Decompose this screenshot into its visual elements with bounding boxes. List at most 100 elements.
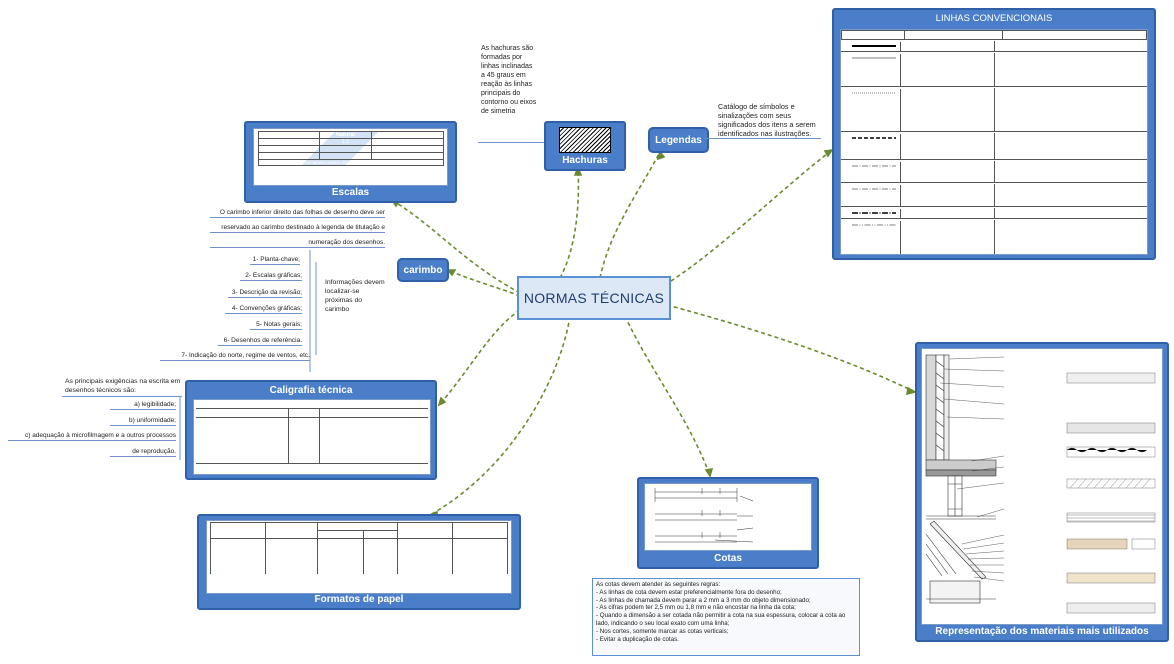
- formatos-topic[interactable]: Designação Dimensões Margem Largura linh…: [197, 514, 521, 610]
- caligrafia-row-value: 10: [378, 441, 384, 446]
- formatos-subheader: Esquerda: [317, 530, 364, 539]
- carimbo-intro-line: reservado ao carimbo destinado à legenda…: [210, 224, 385, 233]
- linhas-row-aplicacao: C1 limites de vistas ou cortes parciais …: [994, 88, 1147, 132]
- carimbo-item: 2- Escalas gráficas;: [240, 272, 302, 281]
- linhas-row-aplicacao: G1 linhas de centro G2 linhas de simetri…: [994, 161, 1147, 183]
- caligrafia-item: b) uniformidade;: [110, 417, 176, 426]
- cota-value: 6,00: [690, 515, 698, 520]
- materiais-caption: Representação dos materiais mais utiliza…: [935, 626, 1149, 637]
- caligrafia-row-value: 14: [405, 418, 411, 424]
- caligrafia-row-label: Distância mínima entre caracteres a: [197, 433, 270, 439]
- cota-label-cifra: CIFRA: [755, 540, 767, 544]
- cotas-rules-box: As cotas devem atender às seguintes regr…: [592, 578, 860, 656]
- caligrafia-row-label: Distância mínima entre palavras e: [197, 448, 266, 454]
- caligrafia-row-relation: (14/10) h: [288, 440, 320, 448]
- caligrafia-row-value: 14: [419, 426, 425, 431]
- escalas-cell: 1:1: [318, 138, 373, 146]
- central-topic-label: NORMAS TÉCNICAS: [523, 290, 665, 306]
- carimbo-item: 5- Notas gerais;: [250, 321, 302, 330]
- formatos-cell: 25: [317, 560, 364, 567]
- linhas-row-sample: [852, 92, 896, 94]
- caligrafia-row-value: 1,5: [318, 447, 340, 455]
- caligrafia-row-value: 10: [405, 426, 411, 431]
- carimbo-topic[interactable]: carimbo: [397, 258, 449, 282]
- carimbo-intro-line: numeração dos desenhos.: [210, 239, 385, 248]
- linhas-row-code: G: [843, 162, 847, 167]
- carimbo-item: 6- Desenhos de referência.: [218, 337, 302, 346]
- escalas-cell: 1:2: [257, 138, 320, 146]
- linhas-row-sample: [852, 165, 896, 167]
- cotas-drawing: 4,20 1,80 6,00 4,20 1,80 6,00 4,20 1,80 …: [644, 483, 812, 551]
- caligrafia-row-value: 0,7: [346, 433, 353, 439]
- cotas-diagram: [654, 488, 754, 543]
- caligrafia-row-relation: (7/10) h: [288, 425, 320, 433]
- formatos-cell: A4: [210, 567, 266, 574]
- formatos-cell: 0,5: [397, 567, 453, 574]
- materiais-legend-label: CONCRETO EM CORTE: [1067, 416, 1121, 421]
- caligrafia-topic[interactable]: Caligrafia técnica Tabela - Proporções e…: [185, 380, 437, 480]
- caligrafia-row-value: 10: [391, 418, 397, 424]
- caligrafia-row-value: 7: [379, 418, 383, 424]
- carimbo-intro-line: O carimbo inferior direito das folhas de…: [210, 209, 385, 218]
- linhas-row-code: H: [843, 185, 847, 190]
- cotas-rule: - As linhas de cota devem estar preferen…: [596, 588, 782, 596]
- cotas-topic[interactable]: 4,20 1,80 6,00 4,20 1,80 6,00 4,20 1,80 …: [637, 477, 819, 569]
- cota-value: 4,20: [678, 529, 686, 534]
- linhas-row-sample: [852, 45, 896, 47]
- materiais-legend-label: MADEIRA EM VISTA: [1067, 532, 1112, 537]
- escalas-cell: [318, 152, 373, 160]
- caligrafia-header: Características: [197, 410, 228, 415]
- cota-value: 4,20: [678, 507, 686, 512]
- central-topic[interactable]: NORMAS TÉCNICAS: [517, 276, 671, 320]
- formatos-cell: 25: [317, 553, 364, 560]
- escalas-cell: 1:10: [257, 152, 320, 160]
- escalas-nota: NOTA - As escalas desta tabela podem ser…: [257, 159, 444, 166]
- materiais-left-label: TELHA: [1006, 539, 1022, 544]
- hachuras-caption: Hachuras: [562, 155, 608, 166]
- hachuras-topic[interactable]: Hachuras: [544, 121, 626, 171]
- hachuras-note-underline: [478, 142, 544, 143]
- formatos-cell: 10: [362, 546, 399, 553]
- caligrafia-row-value: 1: [364, 433, 368, 439]
- escalas-cell: 1:5: [257, 145, 320, 153]
- cotas-rule: - Evitar a duplicação de cotas.: [596, 635, 679, 643]
- caligrafia-row-value: 7: [364, 441, 368, 446]
- linhas-row-aplicacao: J1 Indicação das linhas ou superfícies c…: [994, 208, 1147, 219]
- materiais-legend-label: ARGAMASSA, CIMENTADO: [1067, 366, 1129, 371]
- cotas-rule: - Quando a dimensão a ser cotada não per…: [596, 612, 846, 627]
- formatos-cell: 0,7: [397, 553, 453, 560]
- cotas-rule: - As cifras podem ter 2,5 mm ou 1,8 mm e…: [596, 604, 796, 612]
- formatos-cell: 1,4: [397, 538, 453, 546]
- linhas-row-sample: [852, 137, 896, 139]
- materiais-left-label: PLACA GESSO ACARTONADO: [1006, 395, 1040, 406]
- caligrafia-row-relation: (10/10) h: [288, 417, 320, 425]
- linhas-row-code: A: [843, 42, 846, 47]
- linhas-row-denominacao: Tracejada larga Tracejada estreita: [900, 134, 993, 160]
- caligrafia-row-value: 0,35: [344, 456, 354, 461]
- cota-value: 1,80: [708, 507, 716, 512]
- caligrafia-header: Relação: [288, 408, 320, 417]
- hachuras-note: As hachuras são formadas por linhas incl…: [481, 45, 537, 115]
- formatos-cell: 841 x 1189: [264, 538, 319, 546]
- materiais-left-label: MONTANTE LSF: [1006, 411, 1043, 416]
- linhas-convencionais-panel[interactable]: LINHAS CONVENCIONAIS Linha Denominação D…: [832, 8, 1156, 260]
- linhas-row-denominacao: Traço e dois pontos estreita: [900, 221, 993, 254]
- legendas-topic[interactable]: Legendas: [648, 127, 709, 153]
- caligrafia-row-value: 4,2: [377, 448, 384, 454]
- caligrafia-row-value: 5: [364, 418, 368, 424]
- caligrafia-row: Distância mínima entre caracteres a(2/10…: [196, 432, 428, 440]
- formatos-cell: 297 x 420: [264, 560, 319, 567]
- formatos-cell: 178: [452, 560, 508, 567]
- caligrafia-table-frame: Tabela - Proporções e dimensões de símbo…: [193, 399, 431, 475]
